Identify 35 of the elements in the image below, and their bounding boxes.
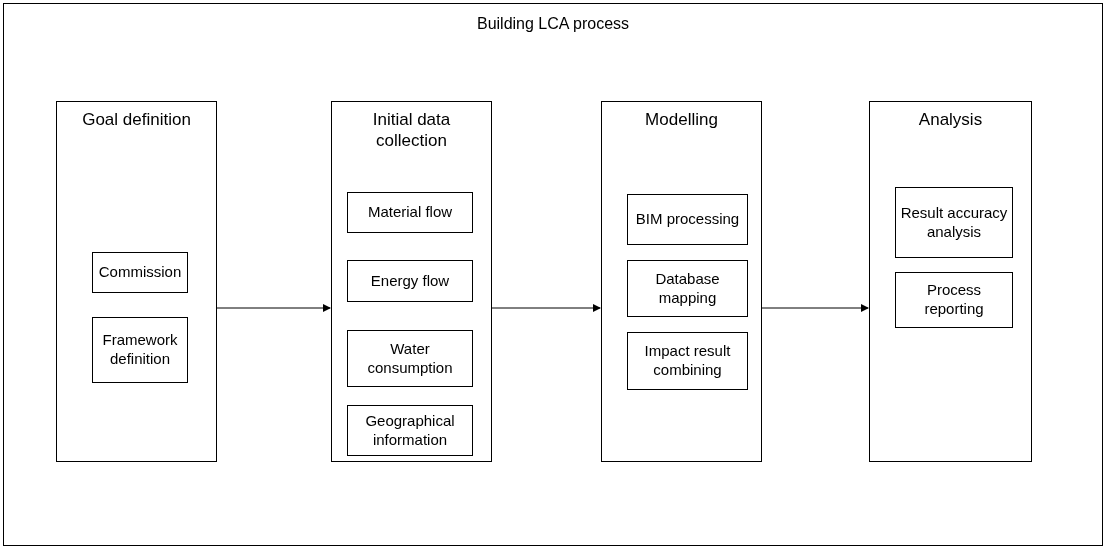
task-box: [627, 332, 748, 390]
arrow: [490, 304, 601, 312]
stage-heading: Analysis: [917, 109, 984, 131]
arrow: [215, 304, 331, 312]
task-box: [92, 317, 188, 383]
task-box: [347, 260, 473, 302]
task-label: Result accuracy analysis: [899, 203, 1009, 242]
task-box: [895, 272, 1013, 328]
task-label: Process reporting: [923, 281, 985, 319]
task-label: Commission: [97, 263, 183, 282]
task-box: [347, 405, 473, 456]
stage-heading: Initial data collection: [371, 109, 452, 152]
task-box: [347, 330, 473, 387]
task-box: [627, 260, 748, 317]
task-box: [627, 194, 748, 245]
task-label: Geographical information: [364, 411, 456, 450]
arrow: [760, 304, 869, 312]
task-label: Framework definition: [101, 331, 179, 369]
stage-heading: Modelling: [644, 109, 719, 131]
task-label: BIM processing: [634, 210, 741, 229]
task-label: Energy flow: [369, 271, 451, 291]
outer-frame: [3, 3, 1103, 546]
task-label: Water consumption: [366, 339, 454, 378]
stage-box: [601, 101, 762, 462]
task-label: Impact result combining: [643, 342, 732, 380]
stage-heading: Goal definition: [81, 109, 192, 131]
frame-heading: Building LCA process: [475, 14, 631, 34]
stage-box: [56, 101, 217, 462]
stage-box: [869, 101, 1032, 462]
task-label: Database mapping: [654, 269, 721, 308]
task-box: [895, 187, 1013, 258]
task-box: [347, 192, 473, 233]
task-label: Material flow: [366, 203, 454, 222]
stage-box: [331, 101, 492, 462]
task-box: [92, 252, 188, 293]
